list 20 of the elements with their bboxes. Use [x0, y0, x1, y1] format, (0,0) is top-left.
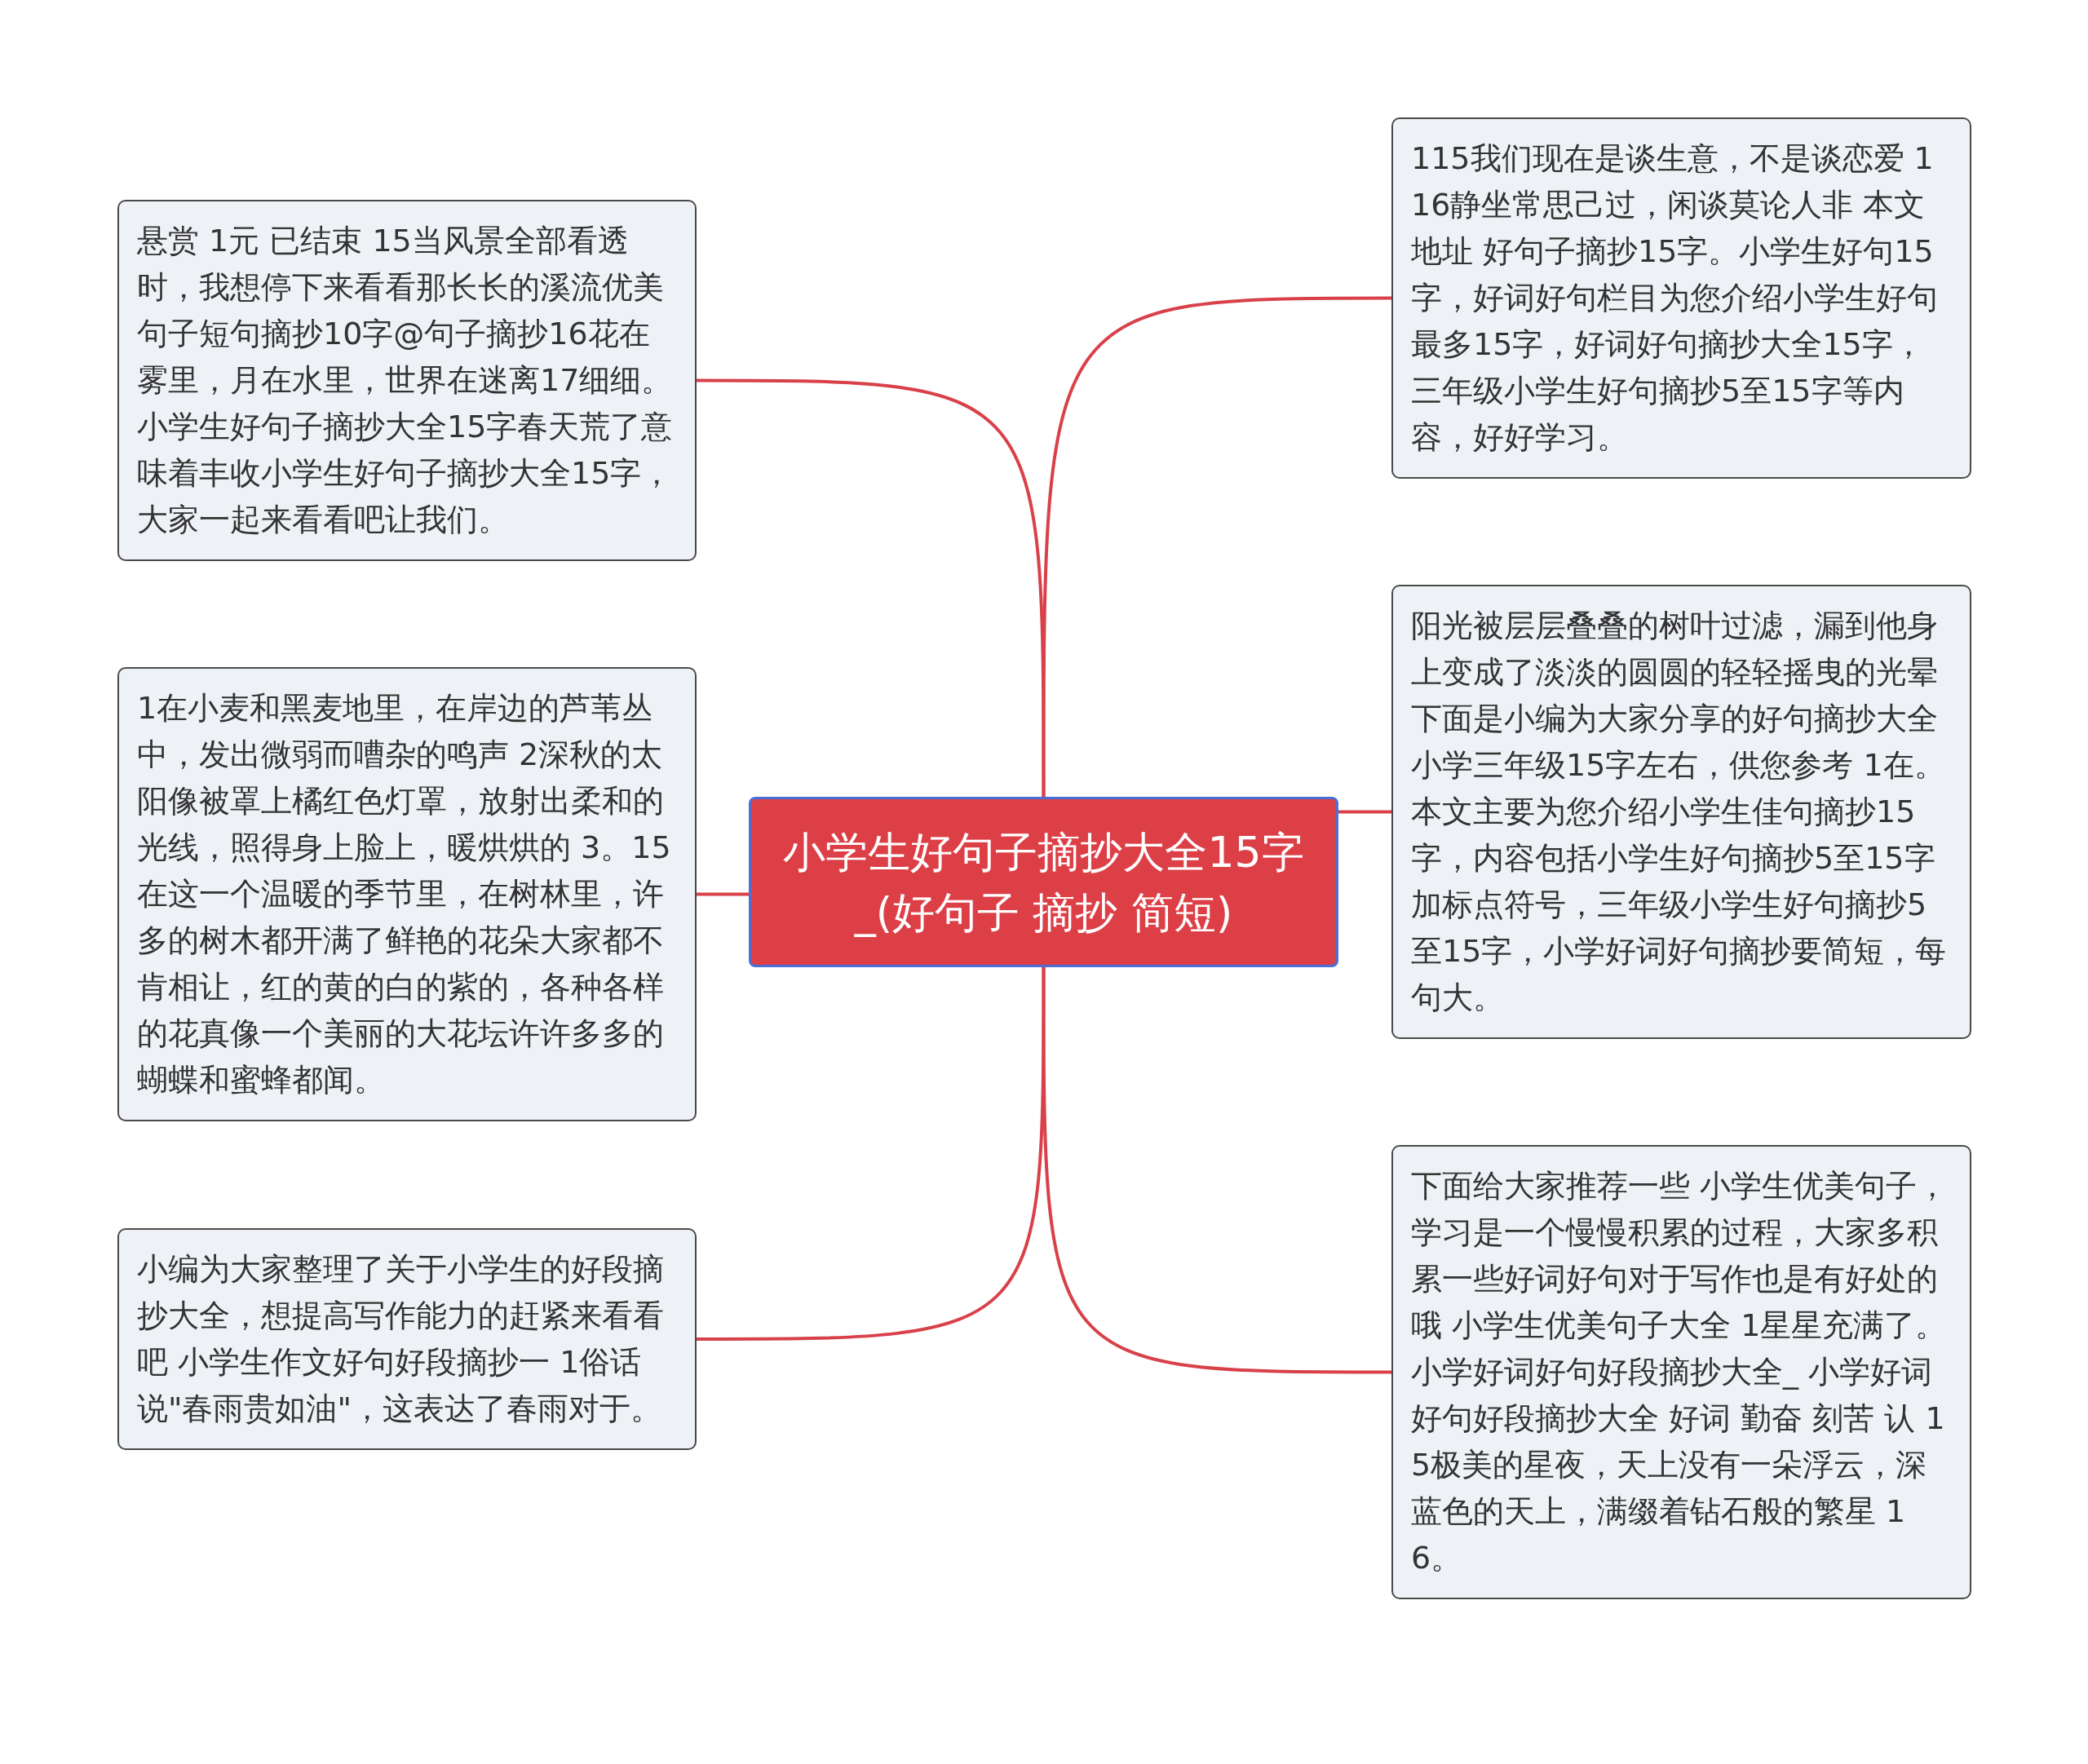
topic-box: [1391, 585, 1971, 1039]
topic-text: 悬赏 1元 已结束 15当风景全部看透时，我想停下来看看那长长的溪流优美句子短句摘抄10字@句子摘抄16花在雾里，月在水里，世界在迷离17细细。小学生好句子摘抄大全15字春天荒了意味着丰收小学生好句子摘抄大全15字，大家一起来看看吧让我们。: [137, 222, 674, 539]
topic-box: [117, 667, 697, 1121]
topic-box: [1391, 1145, 1971, 1599]
central-topic-box: [749, 797, 1338, 967]
topic-text: 阳光被层层叠叠的树叶过滤，漏到他身上变成了淡淡的圆圆的轻轻摇曳的光晕下面是小编为大家分享的好句摘抄大全小学三年级15字左右，供您参考 1在。本文主要为您介绍小学生佳句摘抄15字，内容包括小学生好句摘抄5至15字加标点符号，三年级小学生好句摘抄5至15字，小学好词好句摘抄要简短，每句大。: [1411, 607, 1948, 1017]
topic-text: 小编为大家整理了关于小学生的好段摘抄大全，想提高写作能力的赶紧来看看吧 小学生作文好句好段摘抄一 1俗话说"春雨贵如油"，这表达了春雨对于。: [137, 1250, 665, 1428]
connector-curve: [1042, 296, 1391, 797]
topic-text: 1在小麦和黑麦地里，在岸边的芦苇丛中，发出微弱而嘈杂的鸣声 2深秋的太阳像被罩上橘红色灯罩，放射出柔和的光线，照得身上脸上，暖烘烘的 3。15在这一个温暖的季节里，在树林里，许多的树木都开满了鲜艳的花朵大家都不肯相让，红的黄的白的紫的，各种各样的花真像一个美丽的大花坛许许多多的蝴蝶和蜜蜂都闻。: [137, 689, 672, 1099]
connector-curve: [697, 967, 1046, 1341]
connector-curve: [697, 892, 749, 896]
topic-box: [1391, 117, 1971, 479]
connector-curve: [1042, 967, 1391, 1374]
central-topic-text: 小学生好句子摘抄大全15字_(好句子 摘抄 简短): [782, 826, 1305, 939]
topic-text: 下面给大家推荐一些 小学生优美句子，学习是一个慢慢积累的过程，大家多积累一些好词好句对于写作也是有好处的哦 小学生优美句子大全 1星星充满了。小学好词好句好段摘抄大全_ 小学好词好句好段摘抄大全 好词 勤奋 刻苦 认 15极美的星夜，天上没有一朵浮云，深蓝色的天上，满缀着钻石般的繁星 16。: [1411, 1167, 1949, 1577]
topic-box: [117, 200, 697, 561]
topic-box: [117, 1228, 697, 1450]
connector-curve: [1338, 810, 1391, 814]
connector-curve: [697, 378, 1046, 797]
topic-text: 115我们现在是谈生意，不是谈恋爱 116静坐常思己过，闲谈莫论人非 本文地址 好句子摘抄15字。小学生好句15字，好词好句栏目为您介绍小学生好句最多15字，好词好句摘抄大全15字，三年级小学生好句摘抄5至15字等内容，好好学习。: [1411, 139, 1939, 457]
